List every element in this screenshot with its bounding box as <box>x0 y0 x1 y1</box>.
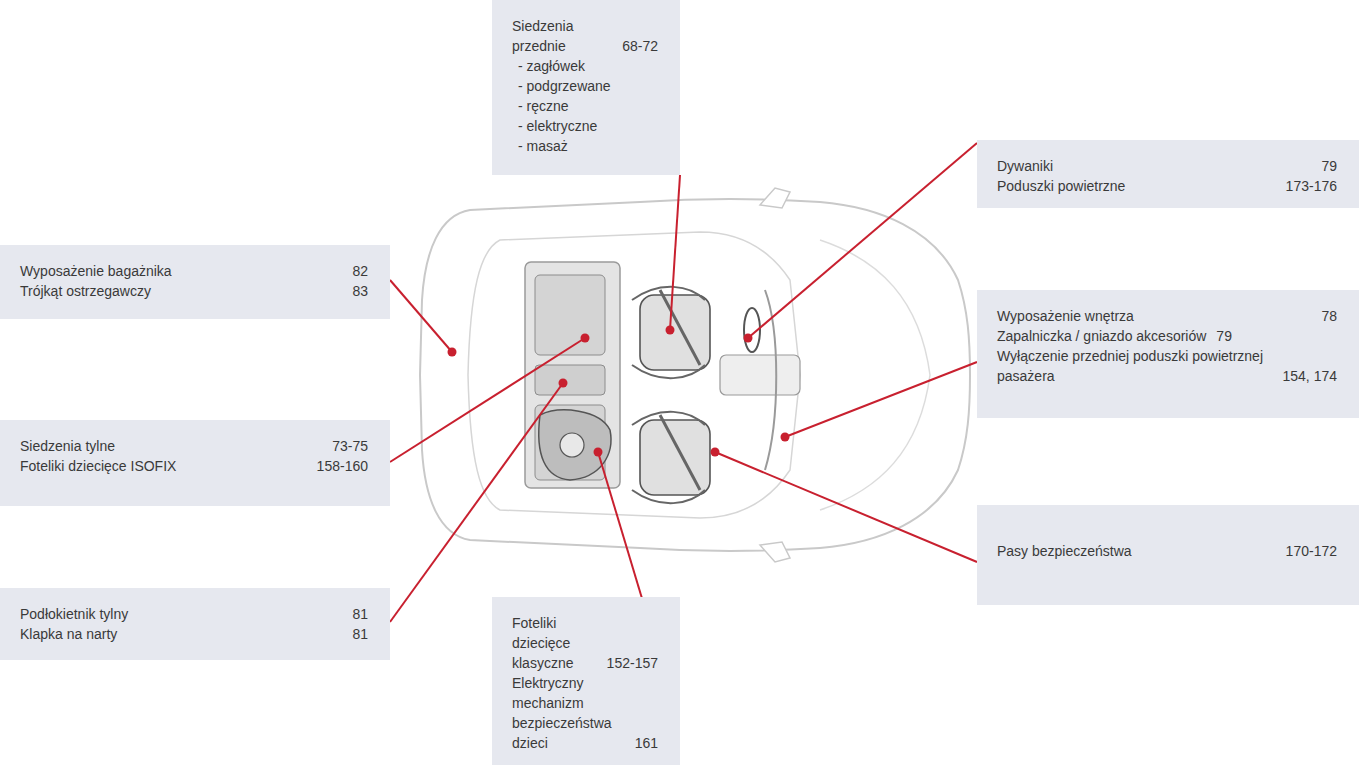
page-number: 82 <box>352 261 368 281</box>
callout-row: Podłokietnik tylny 81 <box>20 604 368 624</box>
page-number: 81 <box>352 624 368 644</box>
page-number: 161 <box>635 733 658 753</box>
callout-row: Siedzenia przednie 68-72 <box>512 16 658 56</box>
callout-text: Trójkąt ostrzegawczy <box>20 281 151 301</box>
callout-row: Wyłączenie przedniej poduszki powietrzne… <box>997 346 1337 386</box>
page-number: 83 <box>352 281 368 301</box>
callout-text: - zagłówek <box>518 56 585 76</box>
callout-row: Poduszki powietrzne 173-176 <box>997 176 1337 196</box>
callout-row: Pasy bezpieczeństwa 170-172 <box>997 541 1337 561</box>
callout-row: Zapalniczka / gniazdo akcesoriów 79 <box>997 326 1337 346</box>
callout-text: - masaż <box>518 136 568 156</box>
page-number: 79 <box>1216 326 1232 346</box>
callout-box: Foteliki dziecięce klasyczne 152-157Elekt… <box>492 597 680 765</box>
callout-text: Elektryczny mechanizm bezpieczeństwa dzi… <box>512 673 625 753</box>
callout-text: Foteliki dziecięce klasyczne <box>512 613 597 673</box>
page-number: 73-75 <box>332 436 368 456</box>
callout-text: Wyposażenie wnętrza <box>997 306 1134 326</box>
callout-text: Dywaniki <box>997 156 1053 176</box>
callout-row: Foteliki dziecięce klasyczne 152-157 <box>512 613 658 673</box>
callout-text: Poduszki powietrzne <box>997 176 1125 196</box>
callout-text: Wyłączenie przedniej poduszki powietrzne… <box>997 346 1273 386</box>
callout-text: Siedzenia przednie <box>512 16 612 56</box>
callout-text: Podłokietnik tylny <box>20 604 128 624</box>
callout-box: Wyposażenie bagażnika82Trójkąt ostrzegaw… <box>0 245 390 319</box>
callout-box: Wyposażenie wnętrza78Zapalniczka / gniaz… <box>977 290 1359 418</box>
callout-row: Siedzenia tylne 73-75 <box>20 436 368 456</box>
page-number: 152-157 <box>607 653 658 673</box>
callout-text: - ręczne <box>518 96 569 116</box>
callout-row: Trójkąt ostrzegawczy 83 <box>20 281 368 301</box>
callout-row: Dywaniki 79 <box>997 156 1337 176</box>
callout-row: Wyposażenie bagażnika 82 <box>20 261 368 281</box>
callout-text: Siedzenia tylne <box>20 436 115 456</box>
callout-row: - podgrzewane <box>512 76 658 96</box>
callout-row: - masaż <box>512 136 658 156</box>
page-number: 170-172 <box>1286 541 1337 561</box>
page-number: 78 <box>1321 306 1337 326</box>
callout-text: Pasy bezpieczeństwa <box>997 541 1132 561</box>
page-number: 68-72 <box>622 36 658 56</box>
callout-text: - elektryczne <box>518 116 597 136</box>
callout-box: Siedzenia przednie 68-72 - zagłówek- podgr… <box>492 0 680 175</box>
callout-text: Zapalniczka / gniazdo akcesoriów <box>997 326 1206 346</box>
callout-row: - elektryczne <box>512 116 658 136</box>
callout-row: Klapka na narty 81 <box>20 624 368 644</box>
callout-row: Foteliki dziecięce ISOFIX 158-160 <box>20 456 368 476</box>
callout-box: Podłokietnik tylny81Klapka na narty81 <box>0 588 390 660</box>
callout-box: Dywaniki 79Poduszki powietrzne 173-176 <box>977 140 1359 208</box>
callout-text: - podgrzewane <box>518 76 611 96</box>
callout-box: Pasy bezpieczeństwa 170-172 <box>977 505 1359 605</box>
callout-text: Foteliki dziecięce ISOFIX <box>20 456 176 476</box>
page-number: 158-160 <box>317 456 368 476</box>
callout-row: Elektryczny mechanizm bezpieczeństwa dzi… <box>512 673 658 753</box>
page-number: 154, 174 <box>1283 366 1338 386</box>
callout-box: Siedzenia tylne73-75Foteliki dziecięce I… <box>0 420 390 506</box>
callout-text: Wyposażenie bagażnika <box>20 261 172 281</box>
page-number: 173-176 <box>1286 176 1337 196</box>
callout-row: - zagłówek <box>512 56 658 76</box>
page-number: 79 <box>1321 156 1337 176</box>
callout-row: Wyposażenie wnętrza 78 <box>997 306 1337 326</box>
page-number: 81 <box>352 604 368 624</box>
callout-text: Klapka na narty <box>20 624 117 644</box>
callout-row: - ręczne <box>512 96 658 116</box>
